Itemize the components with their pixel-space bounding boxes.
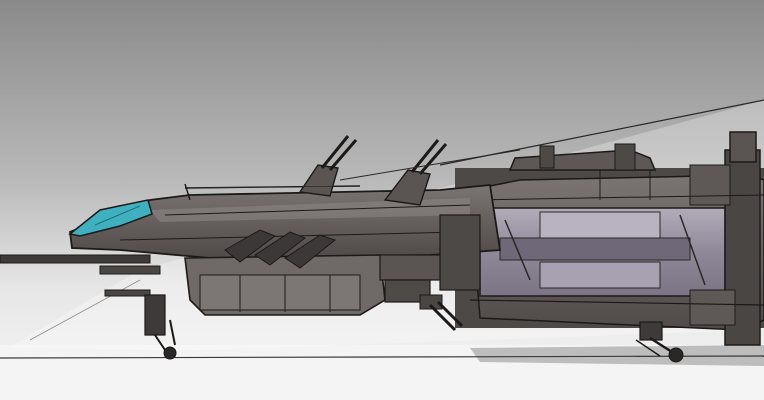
ventral-turret — [419, 294, 464, 332]
main-fuselage — [69, 183, 502, 259]
front-landing-gear — [144, 294, 177, 360]
engine-section — [455, 131, 764, 346]
antenna-wire — [339, 149, 521, 181]
ground-line — [0, 355, 764, 359]
dorsal-fin — [508, 143, 657, 171]
ground-shadow — [470, 345, 764, 366]
rear-landing-gear — [635, 321, 684, 363]
nose-cannon — [0, 254, 161, 297]
hull-rail — [189, 185, 361, 189]
dorsal-turret-rear — [383, 139, 448, 206]
belly-module — [184, 214, 481, 316]
dorsal-turret-front — [298, 135, 358, 197]
